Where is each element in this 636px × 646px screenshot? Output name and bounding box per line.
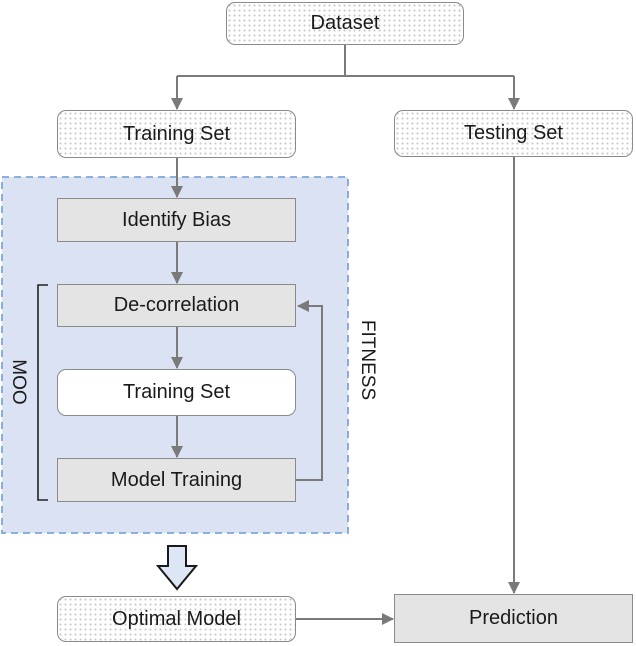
identify-bias-node: Identify Bias	[57, 198, 296, 242]
decorrelation-node: De-correlation	[57, 284, 296, 327]
moo-bracket	[37, 284, 48, 501]
training-set-label: Training Set	[122, 122, 231, 145]
fitness-feedback-arrow	[296, 300, 323, 481]
hollow-down-arrow	[155, 545, 199, 591]
prediction-node: Prediction	[394, 594, 633, 643]
decorrelation-label: De-correlation	[113, 294, 240, 316]
dataset-node: Dataset	[226, 2, 464, 45]
optimal-model-node: Optimal Model	[57, 596, 296, 642]
fitness-label: FITNESS	[357, 319, 378, 401]
testing-set-label: Testing Set	[464, 122, 563, 144]
prediction-label: Prediction	[469, 607, 558, 629]
testing-set-node: Testing Set	[394, 110, 633, 157]
model-training-node: Model Training	[57, 458, 296, 502]
training-set-node: Training Set	[57, 110, 296, 158]
model-training-label: Model Training	[110, 468, 243, 491]
inner-training-set-label: Training Set	[122, 381, 231, 403]
inner-training-set-node: Training Set	[57, 369, 296, 416]
moo-label: MOO	[8, 359, 29, 405]
identify-bias-label: Identify Bias	[122, 208, 231, 231]
dataset-label: Dataset	[310, 12, 380, 34]
optimal-model-label: Optimal Model	[112, 607, 241, 630]
